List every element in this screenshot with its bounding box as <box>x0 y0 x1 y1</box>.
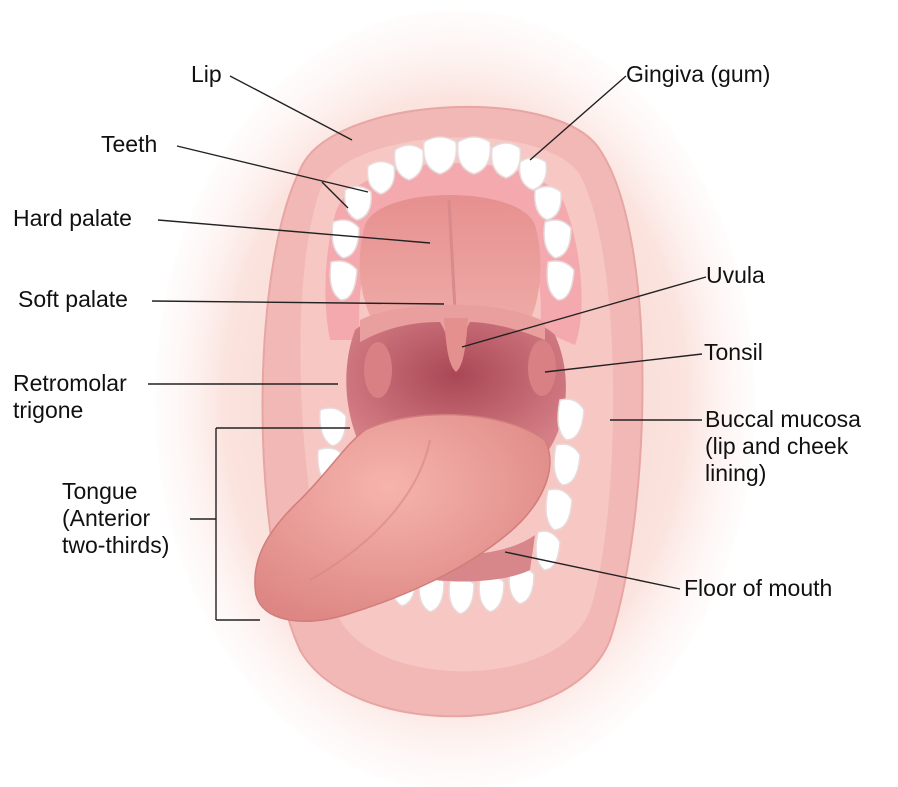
label-floor-of-mouth: Floor of mouth <box>684 575 832 602</box>
label-retromolar-trigone: Retromolar trigone <box>13 370 127 424</box>
label-soft-palate: Soft palate <box>18 286 128 313</box>
label-tonsil: Tonsil <box>704 339 763 366</box>
tonsil-right <box>528 340 556 396</box>
tonsil-left <box>364 342 392 398</box>
label-lip: Lip <box>191 61 222 88</box>
label-buccal-mucosa: Buccal mucosa (lip and cheek lining) <box>705 406 861 487</box>
label-teeth: Teeth <box>101 131 157 158</box>
label-gingiva: Gingiva (gum) <box>626 61 770 88</box>
label-tongue: Tongue (Anterior two-thirds) <box>62 478 169 559</box>
label-uvula: Uvula <box>706 262 765 289</box>
label-hard-palate: Hard palate <box>13 205 132 232</box>
